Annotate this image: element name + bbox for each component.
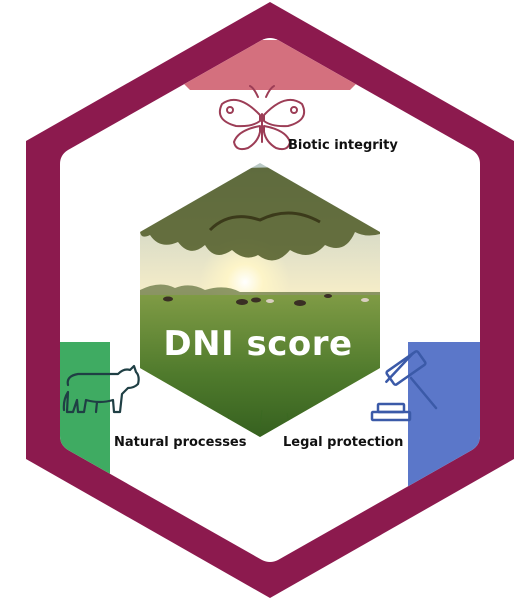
butterfly-icon: [218, 85, 306, 151]
dni-score-title: DNI score: [163, 324, 352, 364]
biotic-integrity-label: Biotic integrity: [288, 138, 398, 153]
cow-icon: [62, 364, 140, 414]
gavel-icon: [370, 350, 438, 422]
legal-protection-label: Legal protection: [283, 435, 403, 450]
natural-processes-label: Natural processes: [114, 435, 247, 450]
